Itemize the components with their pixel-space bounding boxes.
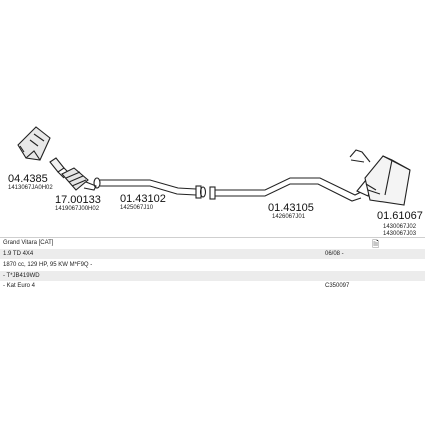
info-top-divider bbox=[0, 237, 425, 238]
part-ref-p4: 1426067J01 bbox=[272, 214, 306, 220]
part-number-p1: 04.4385 bbox=[8, 173, 48, 185]
part-ref-p2: 1419067J00H02 bbox=[55, 206, 100, 212]
type-code-label: - T*JB419WD bbox=[3, 273, 40, 279]
part-number-p2: 17.00133 bbox=[55, 194, 101, 206]
emission-label: - Kat Euro 4 bbox=[3, 283, 36, 289]
front-pipe-part bbox=[93, 177, 207, 199]
date-label: 06/08 - bbox=[325, 251, 344, 257]
model-label: Grand Vitara [CAT] bbox=[3, 240, 54, 246]
part-ref-p3: 1425067J10 bbox=[120, 205, 154, 211]
part-ref-p5-b: 1430067J03 bbox=[383, 231, 417, 237]
catalytic-converter-part bbox=[49, 157, 97, 191]
info-row-specs: 1870 cc, 129 HP, 95 KW M*F9Q - bbox=[0, 260, 425, 270]
engine-label: 1.9 TD 4X4 bbox=[3, 251, 34, 257]
info-row-emission: - Kat Euro 4 C350097 bbox=[0, 281, 425, 291]
intermediate-pipe-part bbox=[209, 177, 362, 202]
part-number-p3: 01.43102 bbox=[120, 193, 166, 205]
info-row-engine: 1.9 TD 4X4 06/08 - bbox=[0, 249, 425, 259]
heat-shield-part bbox=[17, 126, 51, 161]
part-number-p4: 01.43105 bbox=[268, 202, 314, 214]
info-row-type: - T*JB419WD bbox=[0, 271, 425, 281]
diagram-code-label: C350097 bbox=[325, 283, 350, 289]
specs-label: 1870 cc, 129 HP, 95 KW M*F9Q - bbox=[3, 262, 93, 268]
part-ref-p1: 1413067JA0H02 bbox=[8, 185, 53, 191]
part-ref-p5-a: 1430067J02 bbox=[383, 224, 417, 230]
info-row-model: Grand Vitara [CAT] bbox=[0, 238, 425, 248]
document-icon: 🗎 bbox=[372, 239, 380, 249]
part-number-p5: 01.61067 bbox=[377, 210, 423, 222]
rear-silencer-part bbox=[349, 149, 411, 206]
